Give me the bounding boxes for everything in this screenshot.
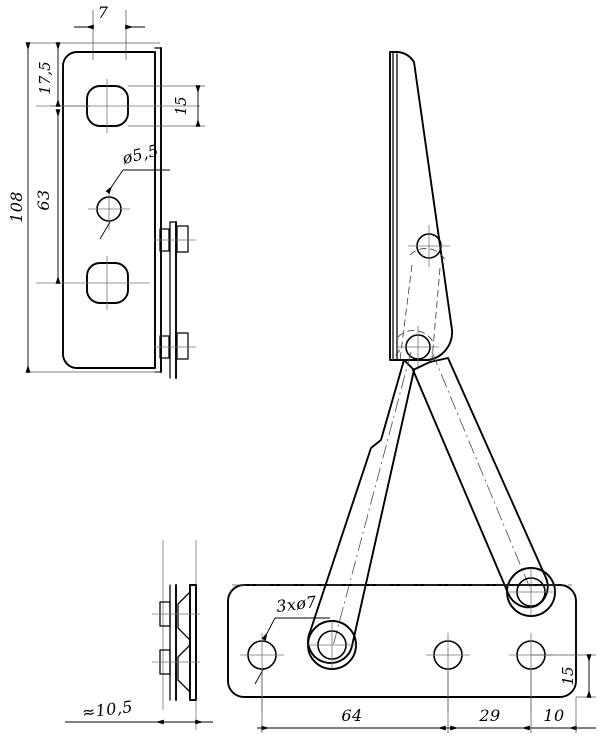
dim-label-63: 63: [34, 189, 53, 210]
dim-label-17-5: 17,5: [36, 61, 54, 94]
leader-d55-diagonal: [105, 169, 124, 195]
plate-outline: [62, 51, 156, 369]
hinge-knuckle-upper-right: [176, 225, 189, 253]
upper-bracket-outline: [389, 51, 453, 361]
view-hinge-detail: ≈10,5: [65, 584, 213, 725]
arm-right-outline: [412, 357, 549, 609]
leader-3xd7-diagonal: [261, 617, 276, 641]
dim-label-3xd7: 3xø7: [275, 592, 318, 616]
hidden-arm-lower-left: [391, 349, 401, 361]
dim-label-15-bottom: 15: [559, 666, 577, 685]
dim-label-7: 7: [98, 3, 109, 22]
dim-label-15-top: 15: [172, 96, 190, 115]
slot-upper: [86, 85, 129, 127]
base-plate-outline: [227, 584, 577, 698]
hinge-detail-leaf: [189, 584, 197, 701]
dim-label-108: 108: [7, 191, 26, 223]
hidden-arm-boss-upper: [409, 248, 447, 263]
dim-label-10-5: ≈10,5: [81, 697, 134, 722]
view-upper-bracket: [389, 51, 453, 368]
hinge-detail-web-lower: [177, 644, 191, 693]
dim-label-10: 10: [543, 706, 564, 725]
hinge-detail-web-upper: [177, 591, 191, 641]
arm-left-centerline: [332, 351, 412, 647]
dimension-group-bottom: 3xø7 15 64 29 10: [254, 592, 596, 733]
dim-label-29: 29: [478, 706, 500, 725]
arm-right-centerline: [431, 351, 533, 594]
hinge-knuckle-lower-right: [176, 332, 189, 360]
dimension-group-left: 7 108 17,5 63 15 ø5,5: [7, 3, 205, 373]
leader-d55-tail: [99, 221, 111, 240]
arm-left-outline: [307, 359, 415, 664]
view-linkage-arms: [307, 351, 556, 670]
dim-label-64: 64: [341, 706, 362, 725]
slot-lower: [86, 262, 129, 304]
hidden-arm-upper-left: [399, 264, 413, 361]
hidden-arm-boss-lower: [397, 330, 435, 345]
hidden-arm-upper-right: [431, 267, 441, 361]
leader-3xd7-tail: [254, 667, 265, 685]
